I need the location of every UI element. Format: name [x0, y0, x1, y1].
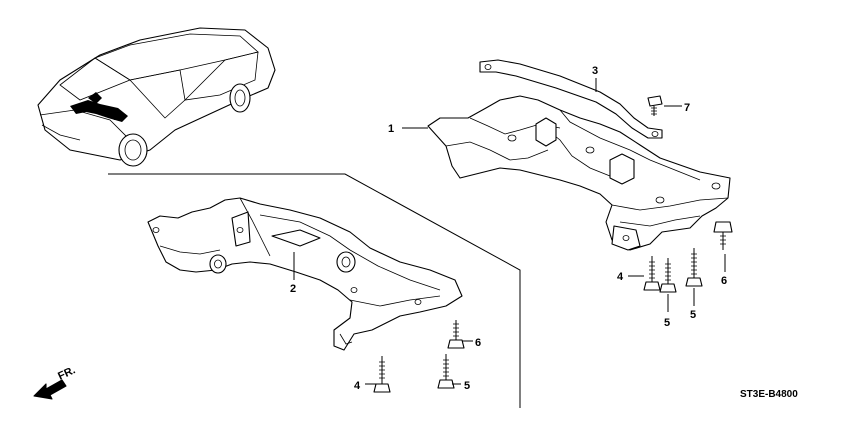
stiffener-bar [479, 59, 663, 139]
callout-5-rear: 5 [464, 380, 470, 392]
callout-4-front: 4 [617, 271, 624, 283]
callouts: 1 2 3 7 4 5 6 4 5 5 6 [290, 65, 727, 392]
bolt-rear-4 [373, 356, 391, 393]
bolt-rear-5 [437, 354, 455, 389]
front-subframe [427, 95, 731, 251]
callout-2: 2 [290, 283, 296, 295]
bolt-7 [647, 95, 663, 116]
callout-1: 1 [388, 123, 394, 135]
bolt-front-6 [713, 221, 733, 250]
leader-lines [293, 78, 726, 385]
callout-7: 7 [684, 102, 690, 114]
section-divider [108, 173, 521, 408]
callout-6-front: 6 [721, 275, 727, 287]
callout-6-rear: 6 [475, 337, 481, 349]
rear-subframe [147, 197, 463, 351]
callout-4-rear: 4 [354, 380, 361, 392]
bolt-front-5a [659, 258, 677, 293]
bolt-front-4 [643, 256, 661, 291]
direction-label: FR. [56, 364, 77, 382]
diagram-code: ST3E-B4800 [740, 389, 798, 400]
callout-5-front-b: 5 [690, 309, 696, 321]
car-overview-icon [37, 27, 276, 167]
callout-3: 3 [592, 65, 598, 77]
bolt-rear-6 [447, 320, 465, 349]
front-direction-arrow-icon: FR. [33, 364, 77, 400]
bolt-front-5b [685, 248, 703, 287]
callout-5-front-a: 5 [664, 317, 670, 329]
